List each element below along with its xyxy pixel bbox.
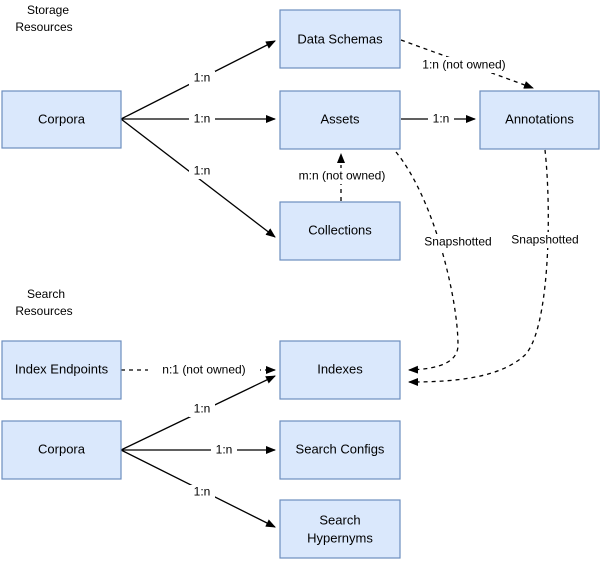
edge-label-collections-to-assets: m:n (not owned) [284, 168, 400, 184]
node-annotations[interactable]: Annotations [479, 90, 600, 150]
edge-label-bg [211, 443, 237, 458]
edge-label-corpora-to-data-schemas: 1:n [189, 71, 215, 86]
node-data-schemas-label: Data Schemas [297, 31, 383, 46]
edge-label-annotations-to-indexes: Snapshotted [501, 232, 589, 248]
node-collections-label: Collections [308, 222, 372, 237]
node-collections[interactable]: Collections [279, 201, 401, 261]
node-search-configs[interactable]: Search Configs [279, 420, 401, 480]
edge-label-corpora-to-collections: 1:n [189, 164, 215, 179]
edge-assets-to-indexes [395, 151, 459, 374]
edge-label-bg [284, 168, 400, 184]
node-indexes[interactable]: Indexes [279, 340, 401, 400]
edge-label-text: m:n (not owned) [299, 169, 386, 183]
node-corpora-search-label: Corpora [38, 441, 86, 456]
edge-label-text: Snapshotted [424, 235, 491, 249]
node-annotations-rect[interactable] [479, 90, 600, 150]
node-annotations-label: Annotations [505, 111, 574, 126]
node-data-schemas[interactable]: Data Schemas [279, 9, 401, 69]
node-data-schemas-rect[interactable] [279, 9, 401, 69]
node-search-configs-label: Search Configs [296, 441, 385, 456]
group-label-storage-line1: Storage [27, 3, 69, 17]
node-corpora-storage-rect[interactable] [1, 90, 122, 149]
edge-label-bg [189, 164, 215, 179]
edge-label-bg [501, 232, 589, 248]
edge-label-text: 1:n [194, 71, 211, 85]
edge-label-text: 1:n [194, 164, 211, 178]
group-label-search-line2: Resources [15, 304, 72, 318]
node-assets-rect[interactable] [279, 90, 401, 150]
edge-label-text: 1:n [194, 485, 211, 499]
edge-label-corpora-search-to-search-configs: 1:n [211, 443, 237, 458]
group-label-storage: Storage Resources [15, 3, 72, 34]
node-corpora-search-rect[interactable] [1, 420, 122, 480]
group-label-search: Search Resources [15, 287, 72, 318]
edge-label-text: Snapshotted [511, 233, 578, 247]
node-corpora-storage-label: Corpora [38, 111, 86, 126]
edge-label-assets-to-indexes: Snapshotted [415, 234, 501, 250]
node-index-endpoints[interactable]: Index Endpoints [1, 340, 122, 400]
edge-label-text: 1:n [433, 112, 450, 126]
edge-label-text: 1:n [216, 443, 233, 457]
edge-label-bg [148, 362, 260, 378]
edge-label-bg [189, 71, 215, 86]
node-search-hypernyms[interactable]: Search Hypernyms [279, 499, 401, 559]
node-search-configs-rect[interactable] [279, 420, 401, 480]
edge-label-bg [189, 485, 215, 500]
node-index-endpoints-label: Index Endpoints [15, 361, 109, 376]
edge-label-bg [415, 234, 501, 250]
node-index-endpoints-rect[interactable] [1, 340, 122, 400]
node-corpora-storage[interactable]: Corpora [1, 90, 122, 149]
node-indexes-label: Indexes [317, 361, 363, 376]
node-indexes-rect[interactable] [279, 340, 401, 400]
edge-label-bg [189, 402, 215, 417]
edge-label-bg [409, 57, 520, 73]
node-collections-rect[interactable] [279, 201, 401, 261]
edge-label-bg [428, 112, 454, 127]
node-search-hypernyms-rect[interactable] [279, 499, 401, 559]
edge-label-data-schemas-to-annotations: 1:n (not owned) [409, 57, 520, 73]
node-search-hypernyms-label2: Hypernyms [307, 530, 373, 545]
edge-label-text: 1:n [194, 402, 211, 416]
group-label-storage-line2: Resources [15, 20, 72, 34]
edge-label-text: 1:n [194, 112, 211, 126]
node-assets-label: Assets [320, 111, 360, 126]
edge-label-corpora-to-assets: 1:n [189, 112, 215, 127]
edge-label-text: n:1 (not owned) [162, 363, 245, 377]
edge-label-index-endpoints-to-indexes: n:1 (not owned) [148, 362, 260, 378]
group-label-search-line1: Search [27, 287, 65, 301]
edge-annotations-to-indexes [408, 149, 549, 386]
edge-label-corpora-search-to-indexes: 1:n [189, 402, 215, 417]
node-assets[interactable]: Assets [279, 90, 401, 150]
edge-label-text: 1:n (not owned) [422, 58, 505, 72]
edge-label-assets-to-annotations: 1:n [428, 112, 454, 127]
node-corpora-search[interactable]: Corpora [1, 420, 122, 480]
edge-label-bg [189, 112, 215, 127]
node-search-hypernyms-label: Search [319, 512, 360, 527]
edge-label-corpora-search-to-search-hypernyms: 1:n [189, 485, 215, 500]
